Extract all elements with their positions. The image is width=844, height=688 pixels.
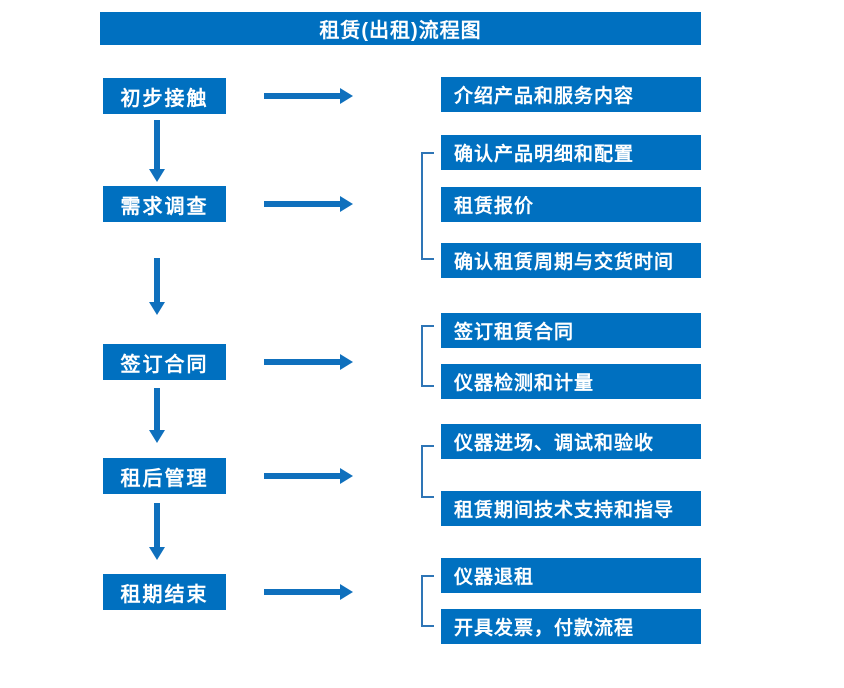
stage-box-rental-end: 租期结束 [103,574,226,610]
arrow-down-icon [149,388,165,443]
detail-box: 仪器进场、调试和验收 [441,424,701,459]
arrow-down-icon [149,503,165,560]
arrow-right-icon [264,196,353,212]
detail-box: 租赁期间技术支持和指导 [441,491,701,526]
detail-box: 确认产品明细和配置 [441,135,701,170]
arrow-down-icon [149,258,165,315]
arrow-right-icon [264,468,353,484]
stage-box-demand-survey: 需求调查 [103,186,226,222]
bracket-connector [421,325,434,387]
detail-box: 租赁报价 [441,187,701,222]
stage-box-contract-signing: 签订合同 [103,344,226,380]
detail-box: 仪器退租 [441,558,701,593]
stage-box-post-rental-management: 租后管理 [103,458,226,494]
bracket-connector [421,575,434,627]
stage-box-initial-contact: 初步接触 [103,78,226,114]
detail-box: 介绍产品和服务内容 [441,77,701,112]
arrow-right-icon [264,88,353,104]
bracket-connector [421,152,434,260]
detail-box: 确认租赁周期与交货时间 [441,243,701,278]
detail-box: 仪器检测和计量 [441,364,701,399]
detail-box: 签订租赁合同 [441,313,701,348]
diagram-title: 租赁(出租)流程图 [100,12,701,45]
arrow-down-icon [149,120,165,182]
arrow-right-icon [264,584,353,600]
bracket-connector [421,445,434,498]
detail-box: 开具发票，付款流程 [441,609,701,644]
arrow-right-icon [264,354,353,370]
